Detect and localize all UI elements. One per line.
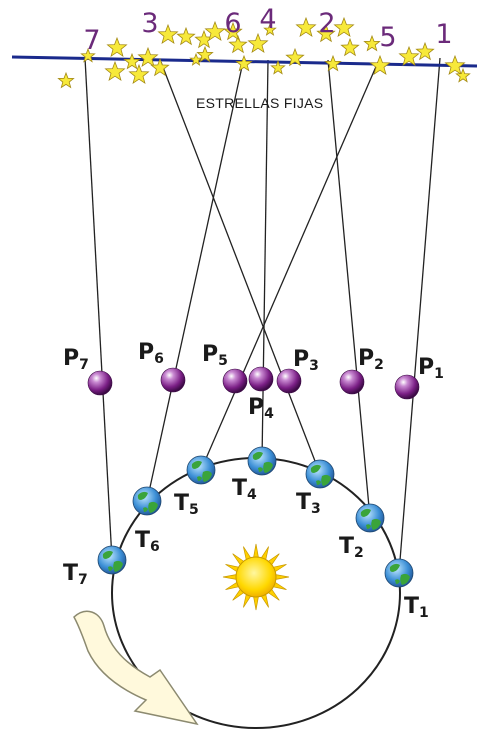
star-icon [295,16,317,38]
planet-icon [87,370,113,396]
star-icon [106,36,128,58]
star-icon [369,54,391,76]
star-icon [324,54,342,72]
star-number-1: 1 [435,19,452,50]
planet-icon [276,368,302,394]
fixed-stars-caption: ESTRELLAS FIJAS [196,95,323,111]
star-icon [228,34,248,54]
star-icon [340,37,360,57]
sun-ray [275,574,290,580]
planet-icon [394,374,420,400]
earth-label-7: T7 [63,561,88,588]
star-icon [157,23,179,45]
sight-line-2 [327,59,371,519]
motion-direction-arrow [73,610,199,726]
planet-label-3: P3 [293,347,319,374]
star-icon [270,59,286,75]
earth-label-5: T5 [174,491,199,518]
planet-label-2: P2 [358,346,384,373]
earth-label-3: T3 [296,490,321,517]
star-number-5: 5 [379,22,396,53]
star-icon [455,67,471,83]
planet-label-6: P6 [138,340,164,367]
star-icon [104,60,126,82]
sun-ray [253,596,259,611]
sight-line-3 [160,61,321,475]
sight-line-7 [84,57,113,561]
earth-icon [186,455,216,485]
star-icon [204,20,226,42]
star-icon [196,45,214,63]
star-icon [316,23,336,43]
star-number-7: 7 [83,25,100,56]
planet-positions [87,366,420,400]
sight-line-1 [398,57,441,574]
star-number-2: 2 [318,8,335,39]
star-icon [57,71,75,89]
earth-positions [97,446,414,588]
earth-icon [247,446,277,476]
star-icon [128,63,150,85]
planet-label-5: P5 [202,342,228,369]
star-icon [189,52,203,66]
star-icon [398,45,420,67]
star-icon [415,41,435,61]
star-icon [150,57,170,77]
star-icon [223,21,243,41]
star-icon [363,34,381,52]
earth-icon [132,486,162,516]
sight-line-4 [261,59,269,462]
earth-icon [384,558,414,588]
star-number-4: 4 [259,4,276,35]
curved-arrow-icon [73,610,199,726]
earth-icon [355,503,385,533]
planet-icon [248,366,274,392]
star-icon [80,47,96,63]
sight-line-6 [146,61,244,502]
star-icon [333,16,355,38]
star-number-6: 6 [224,8,241,39]
sun-icon [222,543,290,611]
star-icon [444,54,466,76]
earth-icon [305,459,335,489]
sight-line-5 [200,61,379,471]
earth-label-4: T4 [232,476,257,503]
star-number-3: 3 [141,8,158,39]
planet-icon [339,369,365,395]
sight-lines [84,57,441,574]
star-icon [123,52,141,70]
sun-disc [235,556,277,598]
planet-label-4: P4 [248,395,274,422]
star-icon [247,32,269,54]
star-icon [263,22,277,36]
star-icon [137,46,159,68]
star-icon [176,26,196,46]
planet-label-7: P7 [63,346,89,373]
star-icon [285,47,305,67]
star-icon [235,54,253,72]
earth-label-2: T2 [339,534,364,561]
earth-label-6: T6 [135,528,160,555]
star-field [57,16,471,89]
sun-ray [253,543,259,558]
planet-label-1: P1 [418,355,444,382]
earth-label-1: T1 [404,594,429,621]
planet-icon [222,368,248,394]
earth-icon [97,545,127,575]
planet-icon [160,367,186,393]
sun-ray [222,574,237,580]
